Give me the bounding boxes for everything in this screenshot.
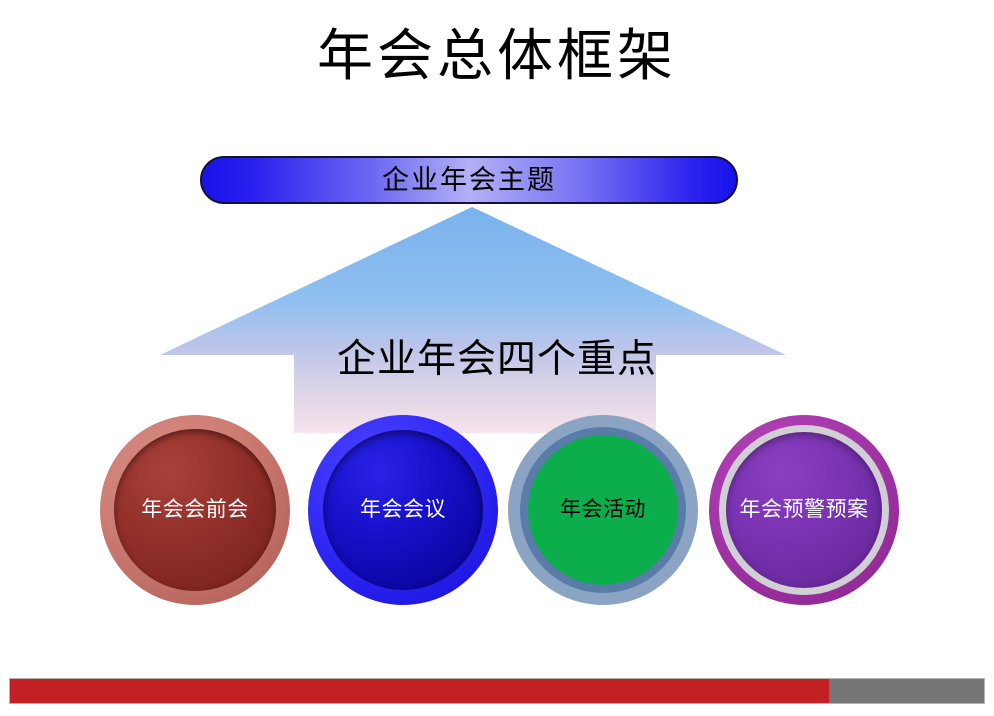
circle-label: 年会会议 <box>360 498 446 521</box>
circle-node-activity[interactable]: 年会活动 <box>508 415 698 605</box>
circle-node-pre-meeting[interactable]: 年会会前会 <box>100 415 290 605</box>
circle-label: 年会会前会 <box>141 498 249 521</box>
circles-row: 年会会前会 年会会议 年会活动 年会预警预案 <box>0 415 994 610</box>
bottom-bar-primary-segment <box>9 678 829 704</box>
theme-banner[interactable]: 企业年会主题 <box>200 156 738 204</box>
circle-core <box>323 430 483 590</box>
circle-core <box>114 429 276 591</box>
circle-label: 年会活动 <box>560 498 646 521</box>
circle-label: 年会预警预案 <box>739 498 869 521</box>
circle-inner-core <box>726 432 882 588</box>
circle-node-contingency[interactable]: 年会预警预案 <box>709 415 899 605</box>
page-title: 年会总体框架 <box>317 26 677 88</box>
bottom-bar-secondary-segment <box>828 678 985 704</box>
circle-node-meeting[interactable]: 年会会议 <box>308 415 498 605</box>
circle-inner-core <box>528 435 678 585</box>
focus-caption: 企业年会四个重点 <box>336 338 657 381</box>
bottom-bar <box>9 678 985 704</box>
up-arrow-shape <box>160 207 786 433</box>
theme-banner-label: 企业年会主题 <box>382 165 556 195</box>
